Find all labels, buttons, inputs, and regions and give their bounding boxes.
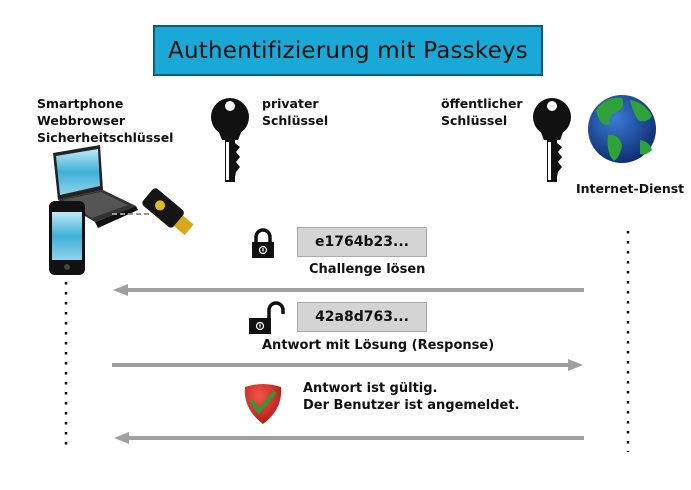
response-hash-box: 42a8d763... — [297, 302, 427, 332]
private-key-icon — [211, 98, 249, 182]
result-line2: Der Benutzer ist angemeldet. — [303, 398, 520, 413]
response-caption: Antwort mit Lösung (Response) — [262, 338, 495, 353]
client-labels: Smartphone Webbrowser Sicherheitschlüsse… — [37, 95, 173, 146]
private-key-line1: privater — [262, 96, 319, 111]
challenge-hash-box: e1764b23... — [297, 227, 427, 257]
public-key-icon — [533, 98, 571, 182]
client-label-smartphone: Smartphone — [37, 96, 124, 111]
smartphone-icon — [49, 201, 85, 275]
result-caption: Antwort ist gültig. Der Benutzer ist ang… — [303, 380, 520, 414]
service-label: Internet-Dienst — [576, 181, 685, 196]
challenge-caption: Challenge lösen — [309, 262, 426, 277]
arrow-challenge — [113, 284, 584, 296]
client-label-webbrowser: Webbrowser — [37, 113, 126, 128]
private-key-line2: Schlüssel — [262, 113, 329, 128]
page-title: Authentifizierung mit Passkeys — [153, 25, 543, 76]
laptop-icon — [53, 145, 138, 228]
unlocked-padlock-icon — [249, 301, 285, 334]
locked-padlock-icon — [252, 228, 274, 258]
public-key-line2: Schlüssel — [441, 113, 508, 128]
client-label-security-key: Sicherheitschlüssel — [37, 130, 174, 145]
arrow-response — [112, 359, 583, 371]
public-key-line1: öffentlicher — [441, 96, 523, 111]
title-text: Authentifizierung mit Passkeys — [168, 37, 528, 64]
shield-check-icon — [244, 384, 282, 424]
globe-icon — [588, 95, 656, 163]
public-key-label: öffentlicher Schlüssel — [441, 95, 523, 129]
result-line1: Antwort ist gültig. — [303, 381, 438, 396]
security-key-icon — [142, 188, 194, 236]
arrow-authenticated — [114, 432, 584, 444]
private-key-label: privater Schlüssel — [262, 95, 328, 129]
